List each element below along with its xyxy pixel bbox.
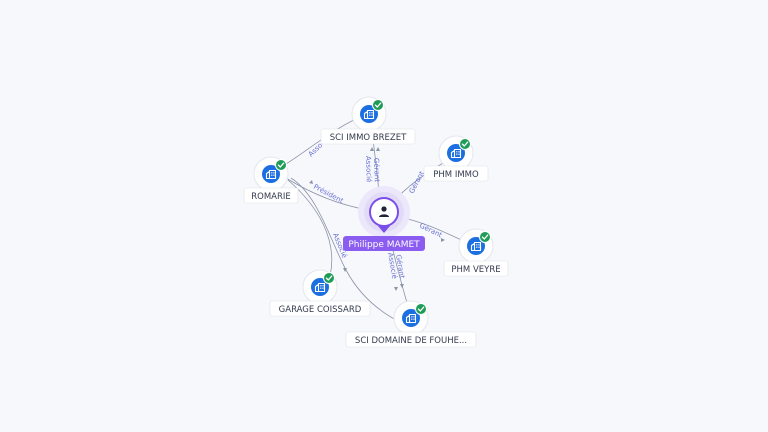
company-label: SCI IMMO BREZET <box>330 133 407 143</box>
verified-check-icon <box>322 271 336 285</box>
company-label: ROMARIE <box>251 192 291 202</box>
verified-check-icon <box>458 137 472 151</box>
company-node-sci-domaine-de-fouhe[interactable]: SCI DOMAINE DE FOUHE... <box>345 300 477 348</box>
person-node-core <box>369 197 399 227</box>
edge-label: Associé <box>364 156 373 183</box>
verified-check-icon <box>274 158 288 172</box>
company-node-romarie[interactable]: ROMARIE <box>243 156 299 204</box>
person-label: Philippe MAMET <box>348 240 420 250</box>
person-node-center[interactable]: Philippe MAMET <box>343 186 425 251</box>
verified-check-icon <box>478 230 492 244</box>
verified-check-icon <box>371 98 385 112</box>
company-node-phm-immo[interactable]: PHM IMMO <box>423 135 489 182</box>
edge-romarie-sci-immo-brezet <box>285 117 359 165</box>
company-node-garage-coissard[interactable]: GARAGE COISSARD <box>269 269 371 317</box>
edge-label: Gérant <box>372 158 381 183</box>
company-label: PHM IMMO <box>433 170 479 180</box>
company-label: GARAGE COISSARD <box>279 305 362 315</box>
company-node-sci-immo-brezet[interactable]: SCI IMMO BREZET <box>320 96 416 145</box>
company-label: SCI DOMAINE DE FOUHE... <box>355 336 467 346</box>
verified-check-icon <box>414 302 428 316</box>
company-label: PHM VEYRE <box>451 265 500 275</box>
company-node-phm-veyre[interactable]: PHM VEYRE <box>443 228 509 277</box>
person-icon <box>379 206 389 217</box>
edge-label: Gérant <box>408 170 426 195</box>
